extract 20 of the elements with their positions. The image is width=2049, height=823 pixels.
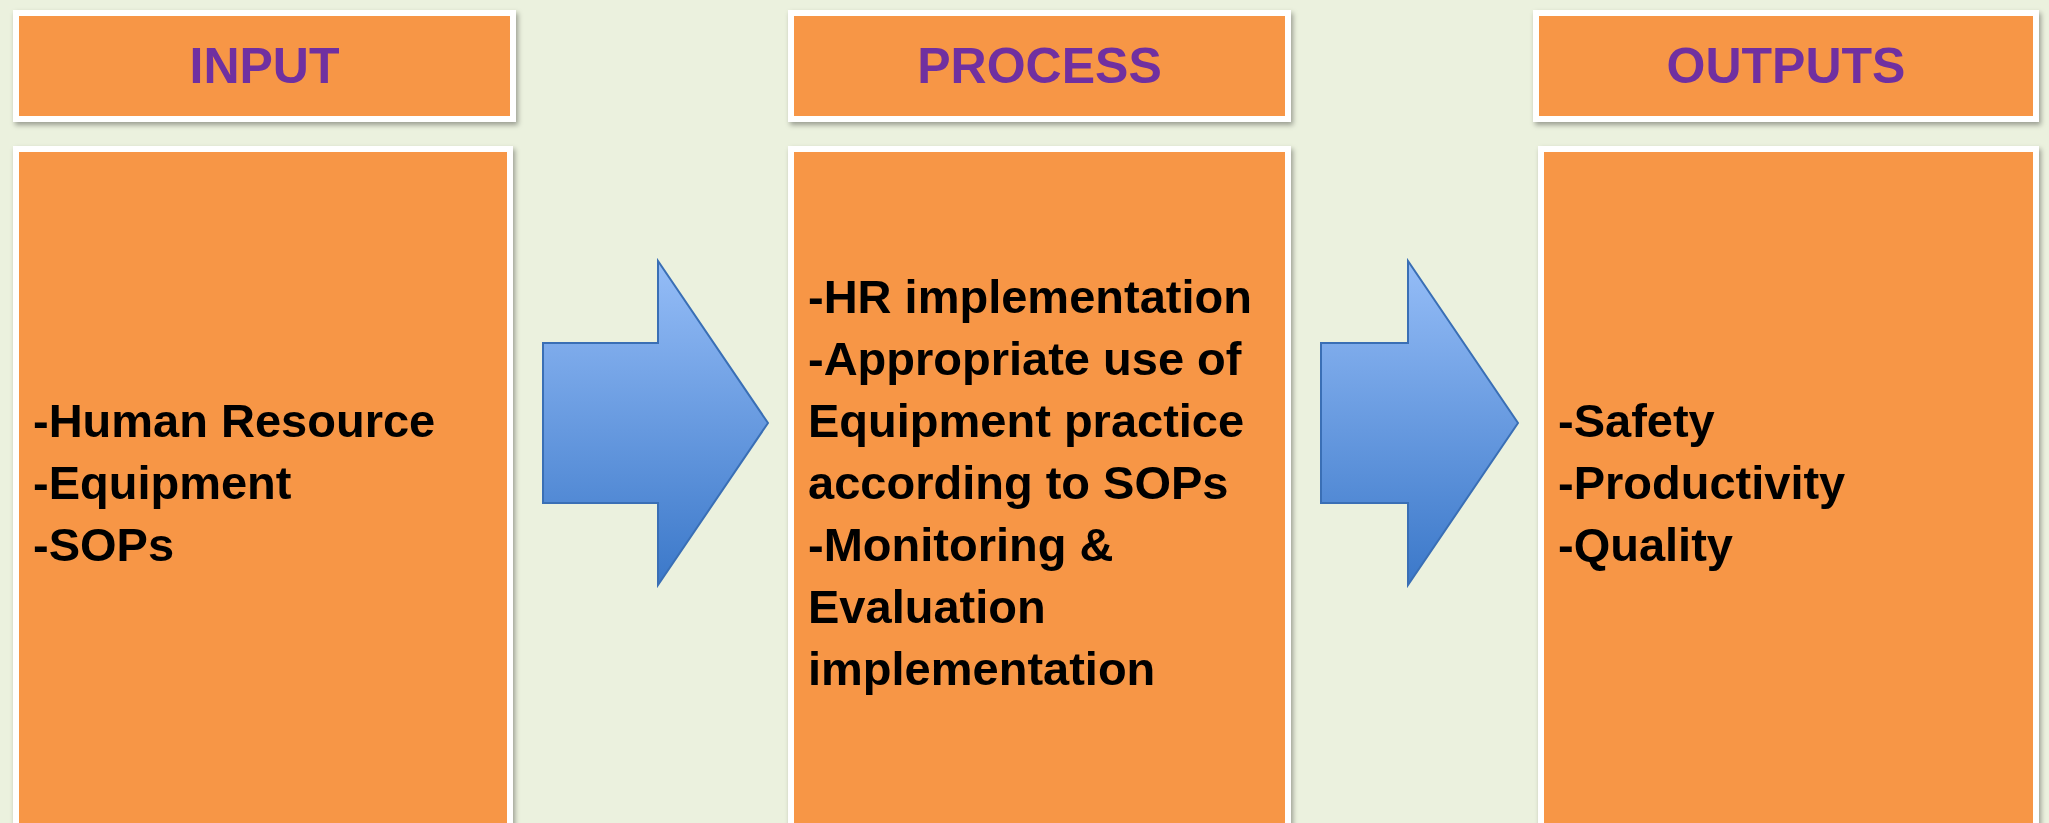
list-item: -Human Resource [33, 393, 436, 449]
list-item: -Monitoring & Evaluation implementation [808, 517, 1157, 697]
list-item: -SOPs [33, 517, 175, 573]
header-text: INPUT [189, 41, 340, 91]
block-arrow [542, 257, 770, 589]
content-box [1538, 146, 2039, 823]
content-box [788, 146, 1291, 823]
list-item: -Productivity [1558, 455, 1846, 511]
list-item: -Equipment [33, 455, 292, 511]
header-box [13, 10, 516, 122]
list-item: -Quality [1558, 517, 1733, 573]
list-item: -Safety [1558, 393, 1715, 449]
header-text: OUTPUTS [1666, 41, 1906, 91]
list-item: -HR implementation [808, 269, 1252, 325]
content-box [13, 146, 513, 823]
list-item: -Appropriate use of Equipment practice according to SOPs [808, 331, 1246, 511]
header-text: PROCESS [917, 41, 1162, 91]
header-box [1533, 10, 2039, 122]
header-box [788, 10, 1291, 122]
block-arrow [1320, 257, 1520, 589]
